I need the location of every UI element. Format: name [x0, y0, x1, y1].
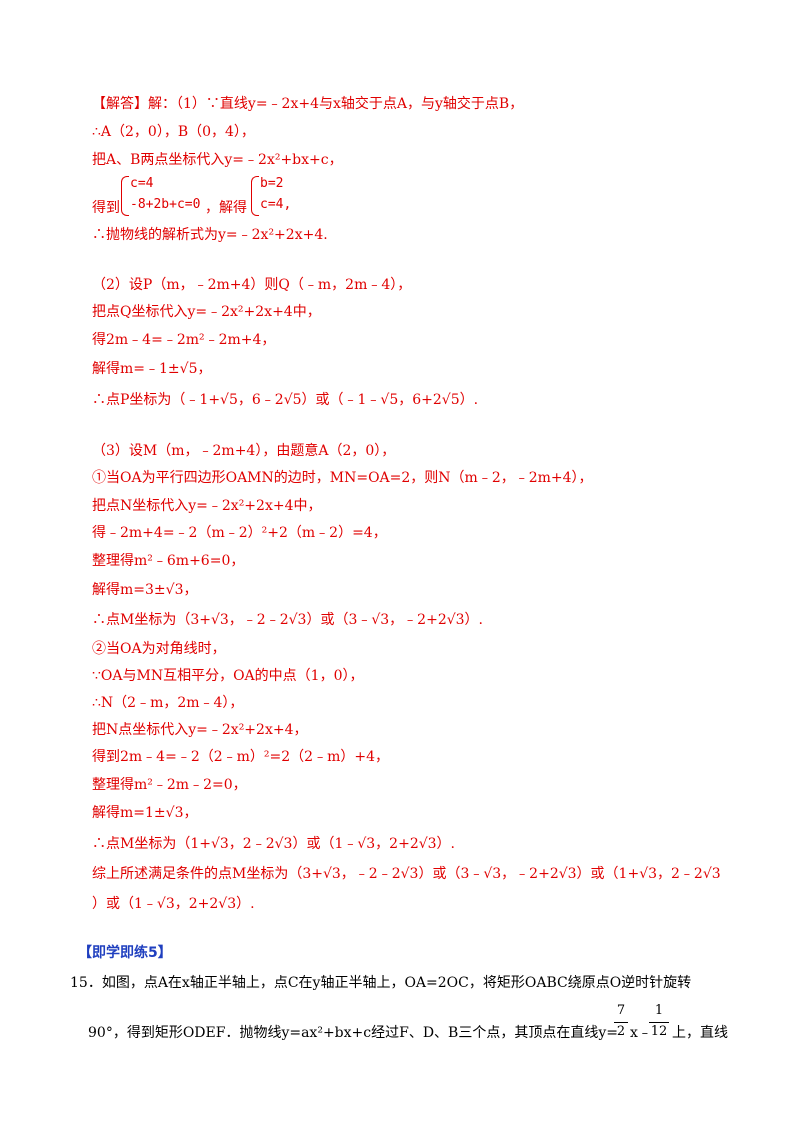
solution-line: 整理得m²﹣2m﹣2=0， — [92, 777, 247, 793]
problem-line-1: 15．如图，点A在x轴正半轴上，点C在y轴正半轴上，OA=2OC，将矩形OABC… — [70, 975, 692, 991]
solution-line: 得﹣2m+4=﹣2（m﹣2）²+2（m﹣2）=4， — [92, 525, 387, 541]
brace-right — [251, 176, 259, 216]
solution-line: 整理得m²﹣6m+6=0， — [92, 553, 245, 569]
solution-line: ∴点M坐标为（1+√3，2﹣2√3）或（1﹣√3，2+2√3）. — [92, 836, 456, 852]
solution-line: 得到2m﹣4=﹣2（2﹣m）²=2（2﹣m）+4， — [92, 749, 389, 765]
fraction-7-2: 7 2 — [614, 1003, 628, 1043]
solution-line: 解得m=1±√3， — [92, 805, 198, 821]
solution-line: 综上所述满足条件的点M坐标为（3+√3，﹣2﹣2√3）或（3﹣√3，﹣2+2√3… — [92, 866, 721, 882]
fraction-numerator: 7 — [616, 1003, 626, 1018]
solution-line: ∵OA与MN互相平分，OA的中点（1，0）， — [92, 668, 364, 684]
solution-line: 把A、B两点坐标代入y=﹣2x²+bx+c， — [92, 152, 343, 168]
solution-line: 解得m=3±√3， — [92, 582, 198, 598]
system-mid: ，解得 — [205, 200, 247, 216]
fraction-bar — [649, 1022, 669, 1023]
fraction-denominator: 12 — [650, 1024, 668, 1039]
system-eq1: c=4 — [130, 176, 154, 191]
problem-line-2c: 上，直线 — [672, 1025, 728, 1041]
problem-line-2b: x﹣ — [630, 1025, 652, 1041]
solution-line: ①当OA为平行四边形OAMN的边时，MN=OA=2，则N（m﹣2，﹣2m+4）， — [92, 470, 593, 486]
brace-left — [121, 176, 129, 216]
fraction-1-12: 1 12 — [649, 1003, 669, 1043]
solution-line: ②当OA为对角线时， — [92, 641, 226, 657]
solution-line: ∴N（2﹣m，2m﹣4）， — [92, 695, 244, 711]
solution-line: （3）设M（m，﹣2m+4），由题意A（2，0）， — [92, 443, 396, 459]
solution-line: （2）设P（m，﹣2m+4）则Q（﹣m，2m﹣4）， — [92, 277, 412, 293]
solution-line: 【解答】解：（1）∵直线y=﹣2x+4与x轴交于点A，与y轴交于点B， — [92, 96, 524, 112]
solution-line: ）或（1﹣√3，2+2√3）. — [92, 896, 255, 912]
system-sol2: c=4, — [260, 197, 292, 212]
solution-line: 解得m=﹣1±√5， — [92, 361, 212, 377]
fraction-numerator: 1 — [654, 1003, 664, 1018]
solution-line: 把点Q坐标代入y=﹣2x²+2x+4中， — [92, 304, 321, 320]
solution-line: 得2m﹣4=﹣2m²﹣2m+4， — [92, 332, 276, 348]
problem-line-2a: 90°，得到矩形ODEF．抛物线y=ax²+bx+c经过F、D、B三个点，其顶点… — [88, 1025, 618, 1041]
solution-line: 把点N坐标代入y=﹣2x²+2x+4中， — [92, 498, 322, 514]
solution-line: ∴点M坐标为（3+√3，﹣2﹣2√3）或（3﹣√3，﹣2+2√3）. — [92, 612, 484, 628]
solution-line: ∴点P坐标为（﹣1+√5，6﹣2√5）或（﹣1﹣√5，6+2√5）. — [92, 392, 479, 408]
fraction-bar — [614, 1022, 628, 1023]
solution-line: ∴A（2，0），B（0，4）， — [92, 124, 255, 140]
solution-line: 把N点坐标代入y=﹣2x²+2x+4， — [92, 722, 308, 738]
practice-heading: 【即学即练5】 — [78, 945, 172, 961]
solution-line: ∴抛物线的解析式为y=﹣2x²+2x+4. — [92, 227, 328, 243]
equation-system: 得到 c=4 -8+2b+c=0 ，解得 b=2 c=4, — [92, 174, 392, 218]
fraction-denominator: 2 — [616, 1024, 626, 1039]
system-eq2: -8+2b+c=0 — [130, 197, 201, 212]
system-sol1: b=2 — [260, 176, 284, 191]
system-prefix: 得到 — [92, 200, 120, 216]
